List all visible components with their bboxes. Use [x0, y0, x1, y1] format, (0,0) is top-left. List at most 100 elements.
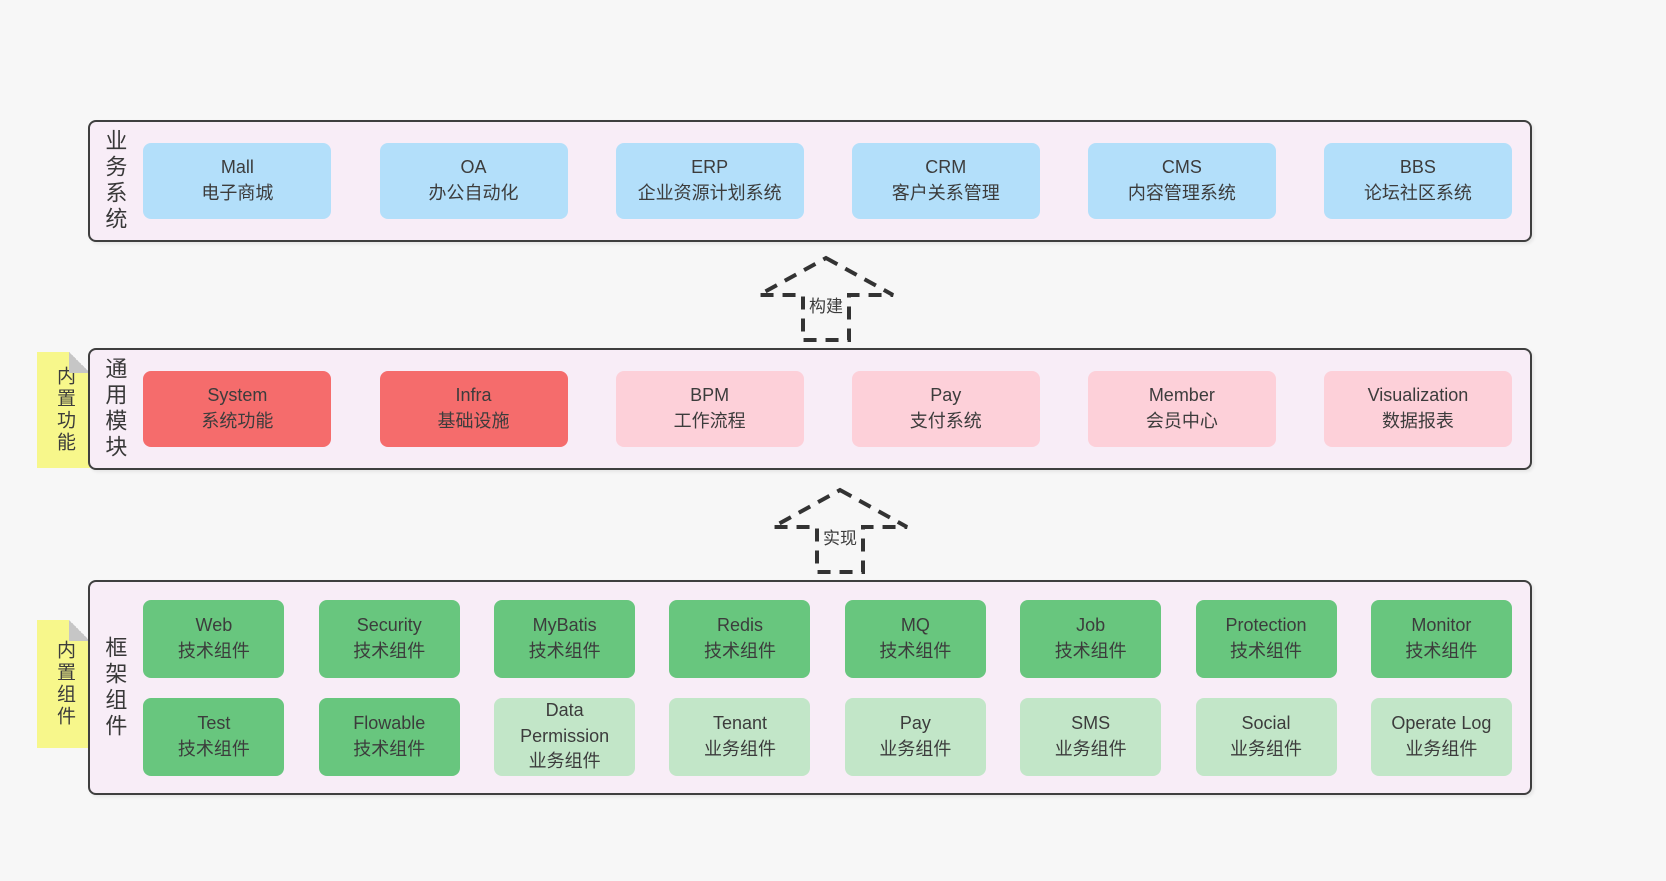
framework-components-row-1: Web 技术组件 Security 技术组件 MyBatis 技术组件 Redi… [143, 599, 1512, 678]
box-name: Tenant [712, 712, 767, 733]
box-sms: SMS 业务组件 [1020, 697, 1162, 776]
box-subtitle: 业务组件 [879, 738, 952, 759]
sticky-note-label: 内置组件 [53, 640, 75, 728]
common-modules-boxes: System 系统功能 Infra 基础设施 BPM 工作流程 Pay 支付系统… [143, 371, 1512, 447]
box-name: MQ [900, 614, 930, 635]
box-subtitle: 会员中心 [1145, 411, 1218, 431]
box-subtitle: 技术组件 [1405, 640, 1478, 661]
box-job: Job 技术组件 [1020, 599, 1162, 678]
folded-corner-icon [69, 620, 90, 641]
box-cms: CMS 内容管理系统 [1087, 143, 1276, 219]
framework-components-rows: Web 技术组件 Security 技术组件 MyBatis 技术组件 Redi… [143, 599, 1512, 776]
box-subtitle: 业务组件 [528, 751, 601, 772]
box-erp: ERP 企业资源计划系统 [615, 143, 804, 219]
box-subtitle: 企业资源计划系统 [637, 183, 782, 203]
sticky-note-builtin-features: 内置功能 [37, 352, 90, 468]
box-subtitle: 内容管理系统 [1127, 183, 1236, 203]
sticky-note-label: 内置功能 [53, 366, 75, 454]
box-crm: CRM 客户关系管理 [851, 143, 1040, 219]
box-name: Web [195, 614, 233, 635]
sticky-note-builtin-components: 内置组件 [37, 620, 90, 748]
box-name: BBS [1399, 157, 1436, 178]
box-name: Flowable [353, 712, 426, 733]
box-subtitle: 业务组件 [703, 738, 776, 759]
box-subtitle: 技术组件 [1054, 640, 1127, 661]
band-label-common-modules: 通用模块 [102, 357, 128, 461]
box-mall: Mall 电子商城 [143, 143, 332, 219]
box-subtitle: 技术组件 [177, 640, 250, 661]
box-name: Protection [1225, 614, 1307, 635]
box-subtitle: 业务组件 [1405, 738, 1478, 759]
box-subtitle: 系统功能 [201, 411, 274, 431]
box-tenant: Tenant 业务组件 [669, 697, 811, 776]
box-name: Redis [716, 614, 763, 635]
box-subtitle: 技术组件 [353, 738, 426, 759]
box-name: BPM [690, 385, 730, 406]
box-protection: Protection 技术组件 [1195, 599, 1337, 678]
box-subtitle: 工作流程 [673, 411, 746, 431]
box-subtitle: 业务组件 [1054, 738, 1127, 759]
folded-corner-icon [69, 352, 90, 373]
box-visualization: Visualization 数据报表 [1323, 371, 1512, 447]
arrow-build-label: 构建 [809, 297, 843, 316]
box-web: Web 技术组件 [143, 599, 285, 678]
box-subtitle: 技术组件 [528, 640, 601, 661]
arrow-implement-label: 实现 [823, 529, 857, 548]
box-system: System 系统功能 [143, 371, 332, 447]
box-name: Social [1241, 712, 1291, 733]
box-name: Infra [455, 385, 492, 406]
band-label-framework-components: 框架组件 [102, 635, 128, 740]
box-name: Pay [930, 385, 962, 406]
box-subtitle: 技术组件 [703, 640, 776, 661]
box-name: MyBatis [532, 614, 597, 635]
box-name: OA [460, 157, 487, 178]
box-name: Member [1148, 385, 1215, 406]
up-arrow-dashed-icon [772, 487, 908, 574]
box-operate-log: Operate Log 业务组件 [1370, 697, 1512, 776]
box-flowable: Flowable 技术组件 [318, 697, 460, 776]
box-subtitle: 技术组件 [177, 738, 250, 759]
box-name: Mall [220, 157, 254, 178]
box-name: SMS [1071, 712, 1111, 733]
box-security: Security 技术组件 [318, 599, 460, 678]
box-test: Test 技术组件 [143, 697, 285, 776]
box-member: Member 会员中心 [1087, 371, 1276, 447]
box-name: Pay [899, 712, 931, 733]
box-pay-biz: Pay 业务组件 [844, 697, 986, 776]
up-arrow-dashed-icon [758, 255, 894, 342]
box-name: CRM [925, 157, 967, 178]
box-name: ERP [691, 157, 729, 178]
box-subtitle: 业务组件 [1230, 738, 1303, 759]
box-mq: MQ 技术组件 [844, 599, 986, 678]
box-bpm: BPM 工作流程 [615, 371, 804, 447]
box-oa: OA 办公自动化 [379, 143, 568, 219]
band-business-systems: 业务系统 Mall 电子商城 OA 办公自动化 ERP 企业资源计划系统 CRM… [88, 120, 1532, 242]
box-subtitle: 技术组件 [1230, 640, 1303, 661]
box-name: Job [1076, 614, 1106, 635]
box-subtitle: 技术组件 [353, 640, 426, 661]
box-subtitle: 论坛社区系统 [1363, 183, 1472, 203]
arrow-build: 构建 [756, 255, 896, 343]
box-name: System [207, 385, 268, 406]
framework-components-row-2: Test 技术组件 Flowable 技术组件 Data Permission … [143, 697, 1512, 776]
box-subtitle: 数据报表 [1381, 411, 1454, 431]
box-mybatis: MyBatis 技术组件 [494, 599, 636, 678]
box-pay: Pay 支付系统 [851, 371, 1040, 447]
band-framework-components: 框架组件 Web 技术组件 Security 技术组件 MyBatis 技术组件… [88, 580, 1532, 795]
box-infra: Infra 基础设施 [379, 371, 568, 447]
box-name: Data Permission [520, 700, 610, 746]
box-bbs: BBS 论坛社区系统 [1323, 143, 1512, 219]
band-label-business-systems: 业务系统 [102, 129, 128, 233]
box-name: Security [356, 614, 422, 635]
band-common-modules: 通用模块 System 系统功能 Infra 基础设施 BPM 工作流程 Pay… [88, 348, 1532, 470]
box-redis: Redis 技术组件 [669, 599, 811, 678]
box-subtitle: 办公自动化 [428, 183, 519, 203]
box-name: CMS [1161, 157, 1202, 178]
box-name: Test [197, 712, 231, 733]
box-social: Social 业务组件 [1195, 697, 1337, 776]
box-name: Monitor [1411, 614, 1472, 635]
business-systems-boxes: Mall 电子商城 OA 办公自动化 ERP 企业资源计划系统 CRM 客户关系… [143, 143, 1512, 219]
box-subtitle: 电子商城 [201, 183, 274, 203]
box-data-permission: Data Permission 业务组件 [494, 697, 636, 776]
box-subtitle: 技术组件 [879, 640, 952, 661]
